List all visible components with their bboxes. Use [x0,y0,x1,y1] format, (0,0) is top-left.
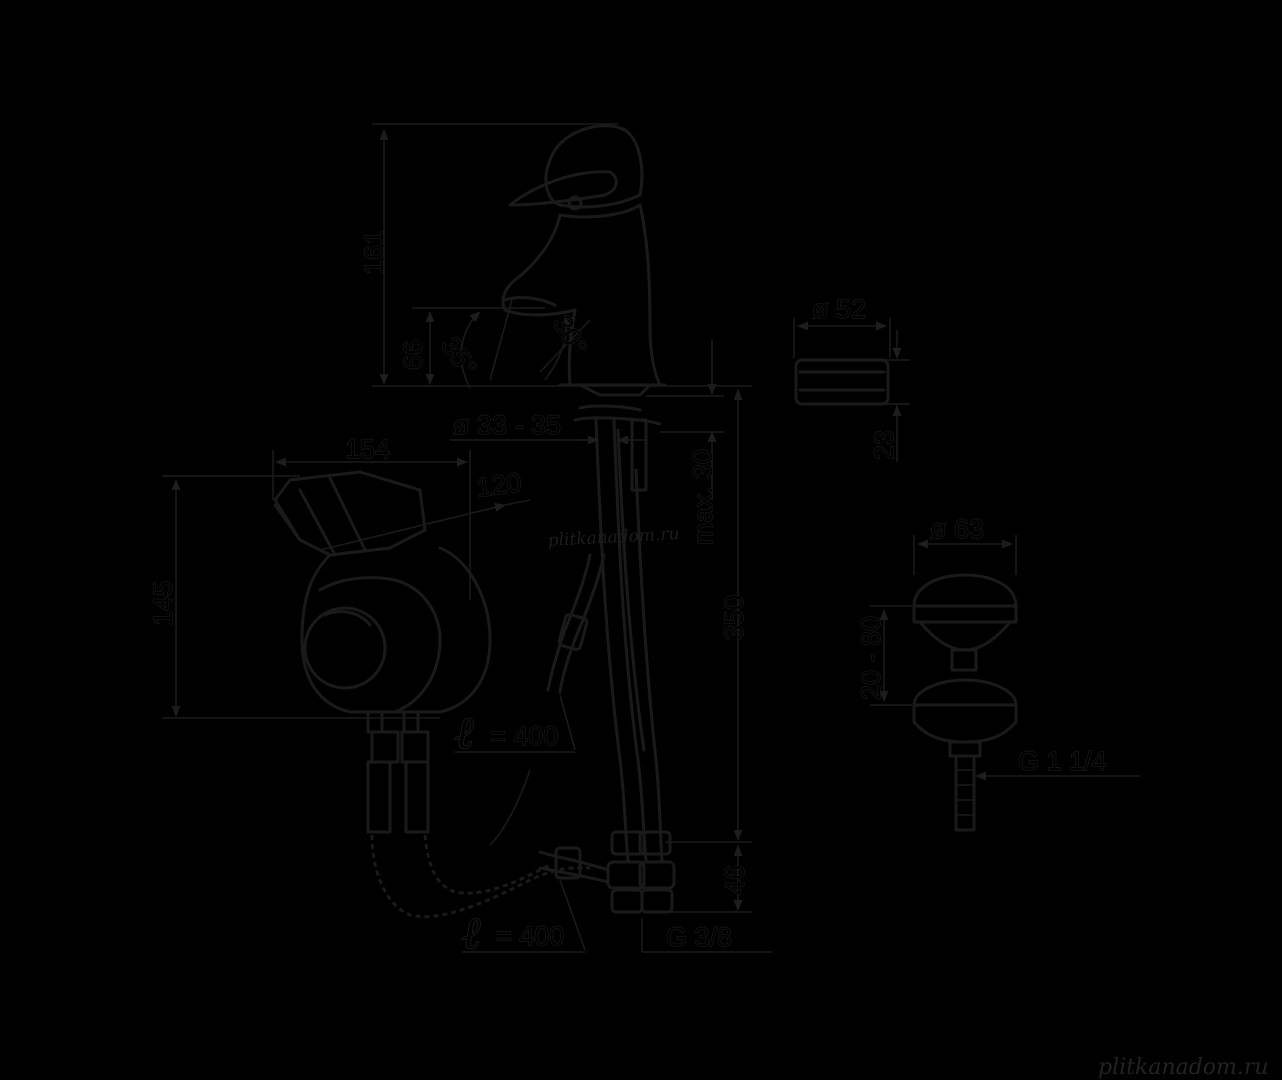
dim-angle-30: 30° [547,310,593,360]
dim-46: 46 [720,865,750,895]
drain-plug [912,573,1018,832]
dim-drain-thread: G 1 1/4 [1018,746,1107,776]
dim-145: 145 [148,581,178,626]
dimension-lines [162,123,1140,953]
wall-mixer [273,470,591,919]
dim-drain-dia: ø 63 [930,514,984,544]
dim-hose-2: = 400 [496,921,564,951]
dim-120: 120 [475,467,524,503]
dim-g-3-8: G 3/8 [666,922,732,952]
dim-max-30: max. 30 [688,449,718,545]
aerator [794,358,890,406]
hose-1-symbol: ℓ [455,708,474,759]
dim-angle-35: 35° [435,331,483,382]
hose-2-symbol: ℓ [462,908,481,959]
dimension-labels: 161 66 35° 30° ø 33 - 35 max. 30 350 46 … [147,229,1107,959]
faucet-hoses [594,418,676,914]
dim-66: 66 [398,340,428,370]
dim-154: 154 [345,434,390,464]
faucet-outline [501,124,667,492]
watermark-center: plitkanadom.ru [547,524,680,551]
dim-mount-hole: ø 33 - 35 [453,410,561,440]
dim-aerator-height: 23 [869,430,899,460]
dim-hose-1: = 400 [490,721,558,751]
dim-aerator-dia: ø 52 [812,294,866,324]
dim-350: 350 [719,595,749,640]
dim-drain-range: 20 - 80 [856,616,886,700]
watermark-corner: plitkanadom.ru [1098,1055,1269,1080]
connection-hose [489,553,610,884]
dim-161: 161 [359,230,389,275]
